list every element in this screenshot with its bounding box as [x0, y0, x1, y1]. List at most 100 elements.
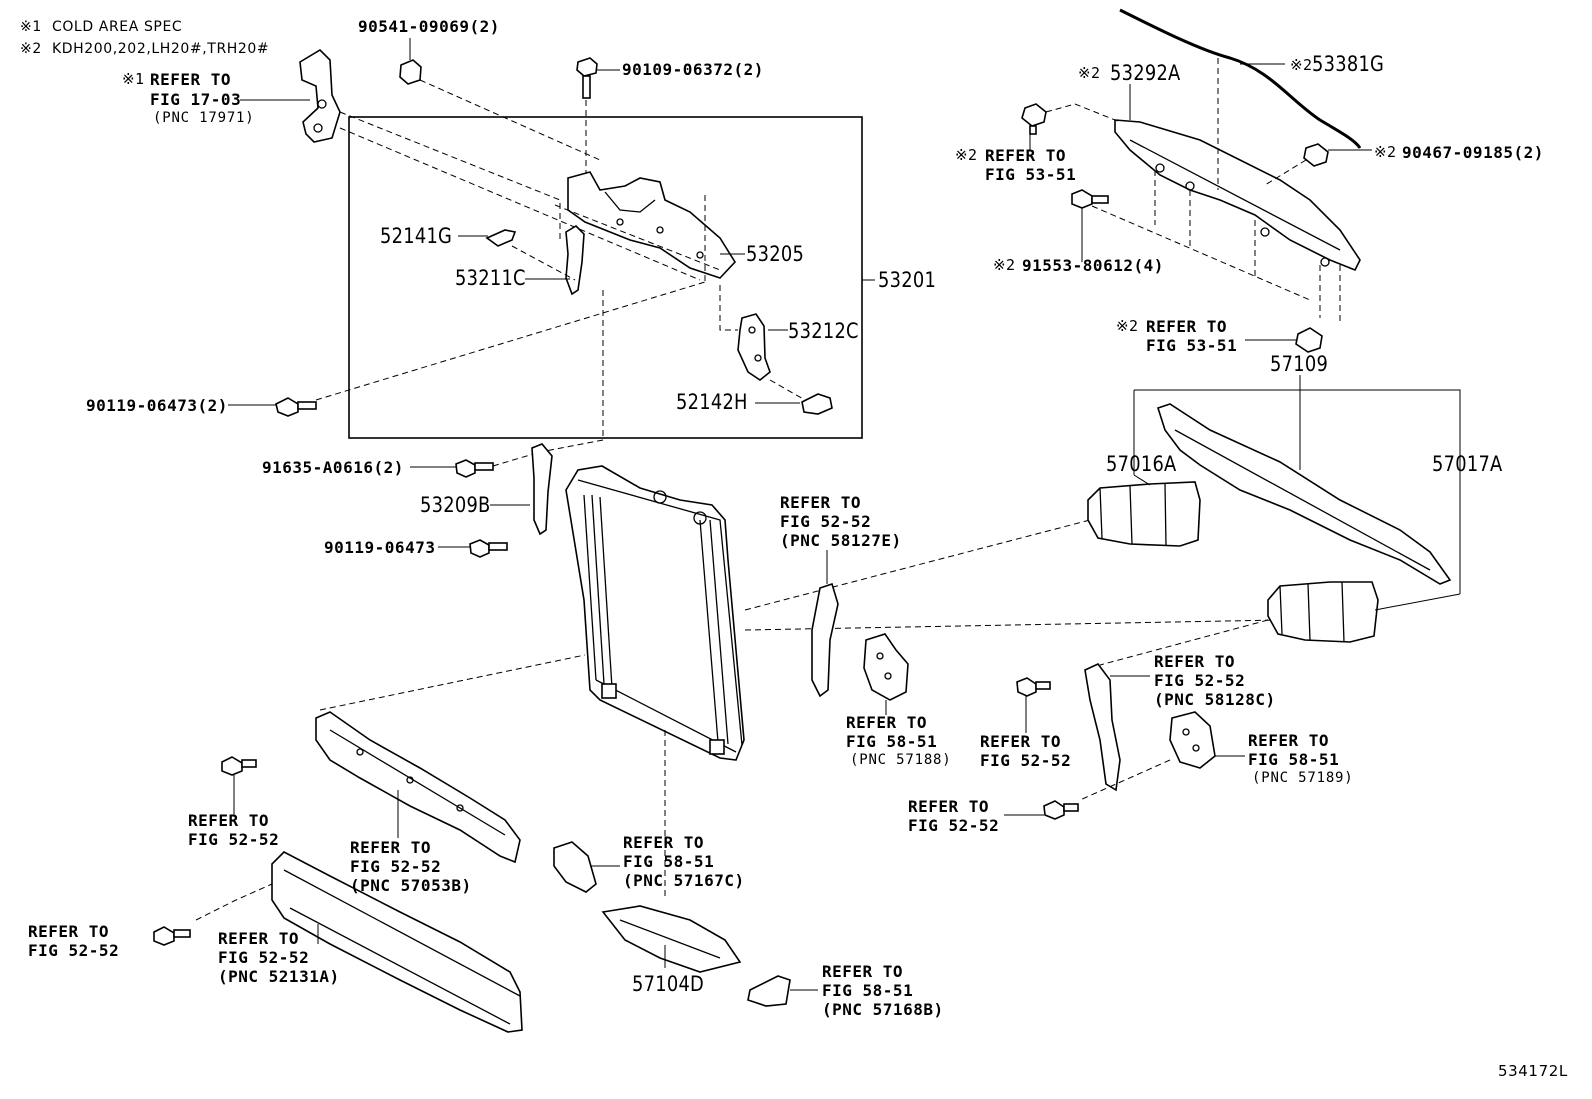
- label-57109: 57109: [1270, 352, 1329, 376]
- label-52141G: 52141G: [380, 224, 453, 248]
- ref-5351b-line1: REFER TO: [1146, 317, 1228, 336]
- ref-bolt4-line2: FIG 52-52: [28, 941, 120, 960]
- bracket-57189: [1169, 711, 1216, 769]
- ref-52131-line3: (PNC 52131A): [218, 967, 340, 986]
- label-57016A: 57016A: [1106, 452, 1177, 476]
- ref-bolt3-line2: FIG 52-52: [188, 830, 280, 849]
- label-90119: 90119-06473: [324, 538, 436, 557]
- note-2: ※2 KDH200,202,LH20#,TRH20#: [20, 41, 270, 57]
- clip-90467: [1303, 143, 1329, 167]
- bolt-90109: [576, 57, 598, 99]
- label-52142H: 52142H: [676, 390, 748, 414]
- bolt-91553: [1071, 189, 1109, 262]
- ref-58128-line3: (PNC 58128C): [1154, 690, 1276, 709]
- ref-bolt4-line1: REFER TO: [28, 922, 110, 941]
- clip-5351-b: [1295, 327, 1323, 353]
- ref-1703-pnc: (PNC 17971): [153, 110, 255, 126]
- bracket-57167C: [553, 841, 597, 893]
- reinforcement-52131A: [271, 851, 523, 1033]
- clip-5351-a: [1021, 103, 1047, 135]
- ref-57188-pnc: (PNC 57188): [850, 752, 952, 768]
- label-57104D: 57104D: [632, 972, 705, 996]
- ref-57053-line2: FIG 52-52: [350, 857, 442, 876]
- bracket-17971: [299, 48, 341, 143]
- ref-5351b-line2: FIG 53-51: [1146, 336, 1238, 355]
- ref-1703-line1: REFER TO: [150, 70, 232, 89]
- bolt-90119-a: [275, 397, 317, 417]
- ref-57188-line1: REFER TO: [846, 713, 928, 732]
- bracket-53209B: [531, 443, 553, 536]
- duct-57016A: [1087, 481, 1201, 547]
- ref-bolt3-line1: REFER TO: [188, 811, 270, 830]
- bolt-5252-b: [1043, 800, 1079, 820]
- bracket-53211C: [565, 224, 585, 296]
- mark-90467: ※2: [1374, 143, 1397, 161]
- support-57053B: [315, 711, 521, 864]
- ref-57168-line2: FIG 58-51: [822, 981, 914, 1000]
- bracket-52142H: [801, 393, 833, 415]
- note-1: ※1 COLD AREA SPEC: [20, 19, 183, 35]
- bolt-5252-a: [1016, 677, 1051, 697]
- ref-57167-line1: REFER TO: [623, 833, 705, 852]
- mark-53292A: ※2: [1078, 64, 1101, 82]
- ref-58127-line1: REFER TO: [780, 493, 862, 512]
- ref-57189-line2: FIG 58-51: [1248, 750, 1340, 769]
- label-53292A: 53292A: [1110, 61, 1181, 85]
- ref-58127-line3: (PNC 58127E): [780, 531, 902, 550]
- label-90119-2: 90119-06473(2): [86, 396, 228, 415]
- ref-bolt1-line1: REFER TO: [980, 732, 1062, 751]
- mark-53381G: ※2: [1290, 56, 1313, 74]
- mark-1703: ※1: [122, 70, 145, 88]
- ref-5351a-line2: FIG 53-51: [985, 165, 1077, 184]
- label-91553: 91553-80612(4): [1022, 256, 1164, 275]
- label-53212C: 53212C: [788, 319, 859, 343]
- label-91635: 91635-A0616(2): [262, 458, 404, 477]
- ref-57189-line1: REFER TO: [1248, 731, 1330, 750]
- ref-57188-line2: FIG 58-51: [846, 732, 938, 751]
- label-90109: 90109-06372(2): [622, 60, 764, 79]
- drawing-number: 534172L: [1498, 1062, 1568, 1080]
- label-53209B: 53209B: [420, 493, 491, 517]
- ref-58128-line1: REFER TO: [1154, 652, 1236, 671]
- panel-53292A: [1114, 119, 1361, 272]
- label-90541: 90541-09069(2): [358, 17, 500, 36]
- seal-53381G: [1119, 8, 1362, 149]
- bracket-58128C: [1084, 663, 1121, 792]
- ref-57053-line1: REFER TO: [350, 838, 432, 857]
- ref-bolt2-line2: FIG 52-52: [908, 816, 1000, 835]
- ref-bolt1-line2: FIG 52-52: [980, 751, 1072, 770]
- ref-1703-line2: FIG 17-03: [150, 90, 242, 109]
- label-57017A: 57017A: [1432, 452, 1503, 476]
- mark-5351b: ※2: [1116, 317, 1139, 335]
- duct-57017A: [1267, 581, 1379, 643]
- ref-57168-line3: (PNC 57168B): [822, 1000, 944, 1019]
- ref-57167-line2: FIG 58-51: [623, 852, 715, 871]
- assembly-53201-box: [348, 116, 863, 439]
- bracket-57168B: [747, 975, 791, 1007]
- mark-91553: ※2: [993, 256, 1016, 274]
- ref-5351a-line1: REFER TO: [985, 146, 1067, 165]
- bracket-52141G: [485, 229, 517, 247]
- nut-90541: [399, 59, 422, 85]
- ref-52131-line2: FIG 52-52: [218, 948, 310, 967]
- ref-bolt2-line1: REFER TO: [908, 797, 990, 816]
- label-53201: 53201: [878, 268, 937, 292]
- label-53381G: 53381G: [1312, 52, 1385, 76]
- ref-57053-line3: (PNC 57053B): [350, 876, 472, 895]
- ref-57167-line3: (PNC 57167C): [623, 871, 745, 890]
- bracket-57188: [863, 633, 909, 701]
- ref-52131-line1: REFER TO: [218, 929, 300, 948]
- bolt-91635: [455, 459, 494, 478]
- bolt-5252-d: [153, 926, 191, 946]
- mark-5351a: ※2: [955, 146, 978, 164]
- bracket-53212C: [737, 313, 771, 381]
- undercover-57104D: [601, 905, 742, 973]
- label-53205: 53205: [746, 242, 805, 266]
- ref-57189-pnc: (PNC 57189): [1252, 770, 1354, 786]
- ref-58127-line2: FIG 52-52: [780, 512, 872, 531]
- panel-53205: [567, 171, 737, 279]
- radiator: [565, 465, 745, 761]
- bolt-90119-b: [469, 539, 508, 558]
- label-53211C: 53211C: [455, 266, 526, 290]
